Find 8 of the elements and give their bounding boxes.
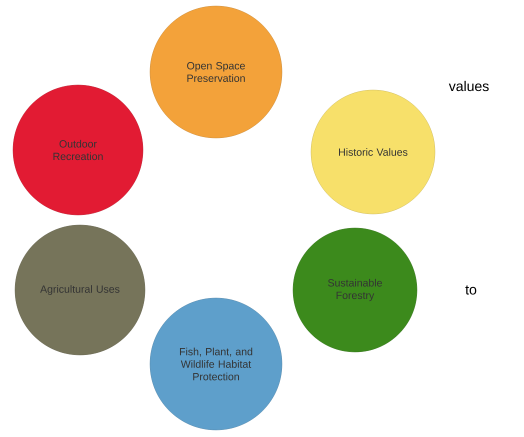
label-text: values	[448, 80, 489, 92]
circle-node: Outdoor Recreation	[12, 84, 144, 216]
circle-node: Open Space Preservation	[150, 6, 282, 138]
circle-node: Sustainable Forestry	[292, 228, 418, 352]
circle-node: Fish, Plant, and Wildlife Habitat Protection	[150, 298, 282, 430]
circle-node: Agricultural Uses	[14, 224, 146, 356]
circle-node: Historic Values	[310, 90, 436, 214]
label-text: to	[465, 285, 476, 295]
